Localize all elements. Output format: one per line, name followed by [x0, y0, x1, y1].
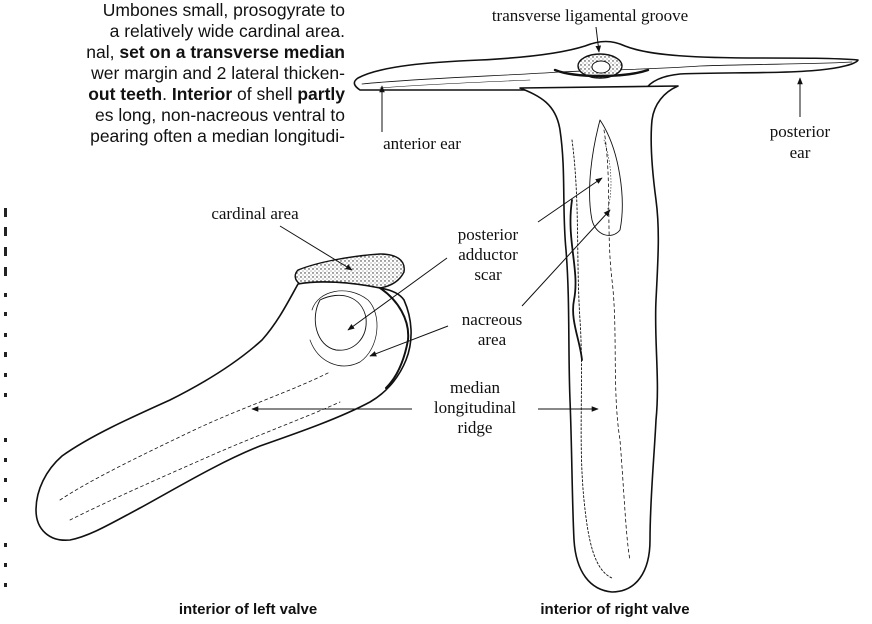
- svg-text:scar: scar: [474, 265, 502, 284]
- caption-left-valve: interior of left valve: [179, 601, 317, 618]
- svg-text:median: median: [450, 378, 501, 397]
- svg-text:posterior: posterior: [770, 122, 831, 141]
- svg-text:cardinal area: cardinal area: [211, 204, 299, 223]
- svg-text:transverse ligamental groove: transverse ligamental groove: [492, 6, 688, 25]
- svg-text:longitudinal: longitudinal: [434, 398, 516, 417]
- svg-text:adductor: adductor: [458, 245, 518, 264]
- svg-text:area: area: [478, 330, 507, 349]
- clipped-text-strip: [4, 208, 7, 587]
- left-valve-outline: [36, 282, 411, 540]
- svg-text:anterior ear: anterior ear: [383, 134, 461, 153]
- caption-right-valve: interior of right valve: [540, 601, 689, 618]
- svg-text:posterior: posterior: [458, 225, 519, 244]
- label-posterior-ear: posterior ear: [770, 78, 831, 162]
- svg-text:ridge: ridge: [458, 418, 493, 437]
- label-anterior-ear: anterior ear: [382, 86, 461, 153]
- svg-text:nacreous: nacreous: [462, 310, 522, 329]
- right-valve-outline: [520, 86, 678, 592]
- svg-text:ear: ear: [790, 143, 811, 162]
- left-valve-drawing: [36, 254, 411, 540]
